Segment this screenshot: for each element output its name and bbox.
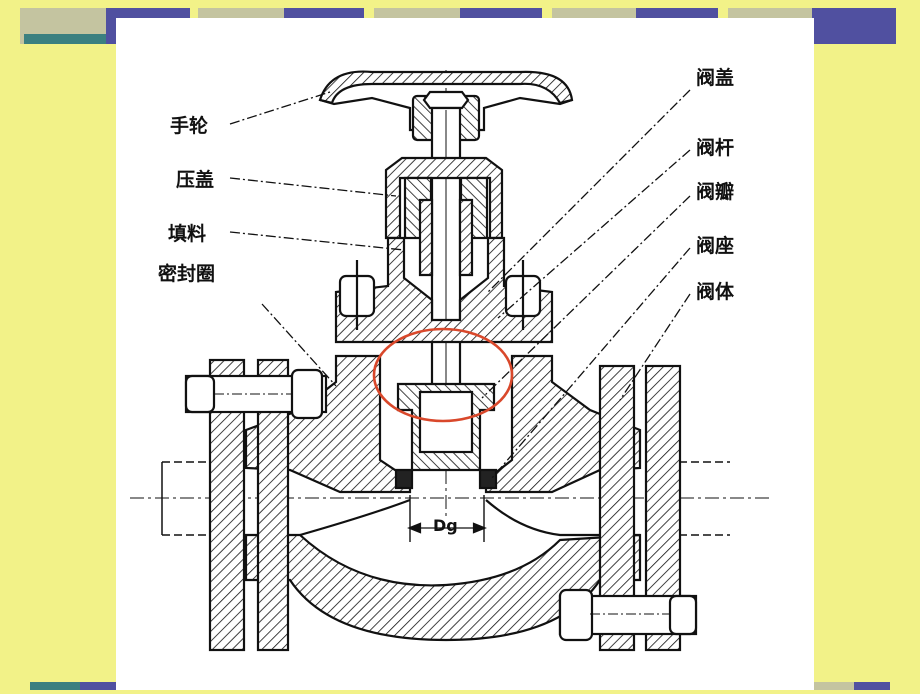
bonnet-part	[334, 236, 554, 344]
globe-valve-diagram: 手轮 压盖 填料 密封圈 阀盖 阀杆 阀瓣 阀座 阀体 Dg	[130, 66, 770, 652]
label-body: 阀体	[696, 280, 735, 303]
left-flange	[184, 358, 328, 652]
dg-dimension	[407, 495, 487, 542]
packing-part	[418, 198, 474, 277]
label-handwheel: 手轮	[170, 114, 208, 137]
label-bonnet: 阀盖	[696, 66, 734, 89]
label-stem: 阀杆	[696, 136, 734, 159]
label-gland: 压盖	[176, 168, 214, 191]
label-packing: 填料	[168, 222, 206, 245]
highlight-circle	[372, 327, 514, 423]
bottom-decorative-bar	[0, 682, 920, 690]
label-seat: 阀座	[696, 234, 734, 257]
label-seal-ring: 密封圈	[158, 262, 215, 285]
diagram-canvas: 手轮 压盖 填料 密封圈 阀盖 阀杆 阀瓣 阀座 阀体 Dg	[116, 18, 814, 690]
right-flange	[558, 364, 698, 652]
label-dg: Dg	[433, 516, 458, 535]
leader-lines	[229, 89, 691, 479]
seat-part	[394, 468, 498, 490]
label-disc: 阀瓣	[696, 180, 734, 203]
disc-part	[396, 382, 496, 472]
